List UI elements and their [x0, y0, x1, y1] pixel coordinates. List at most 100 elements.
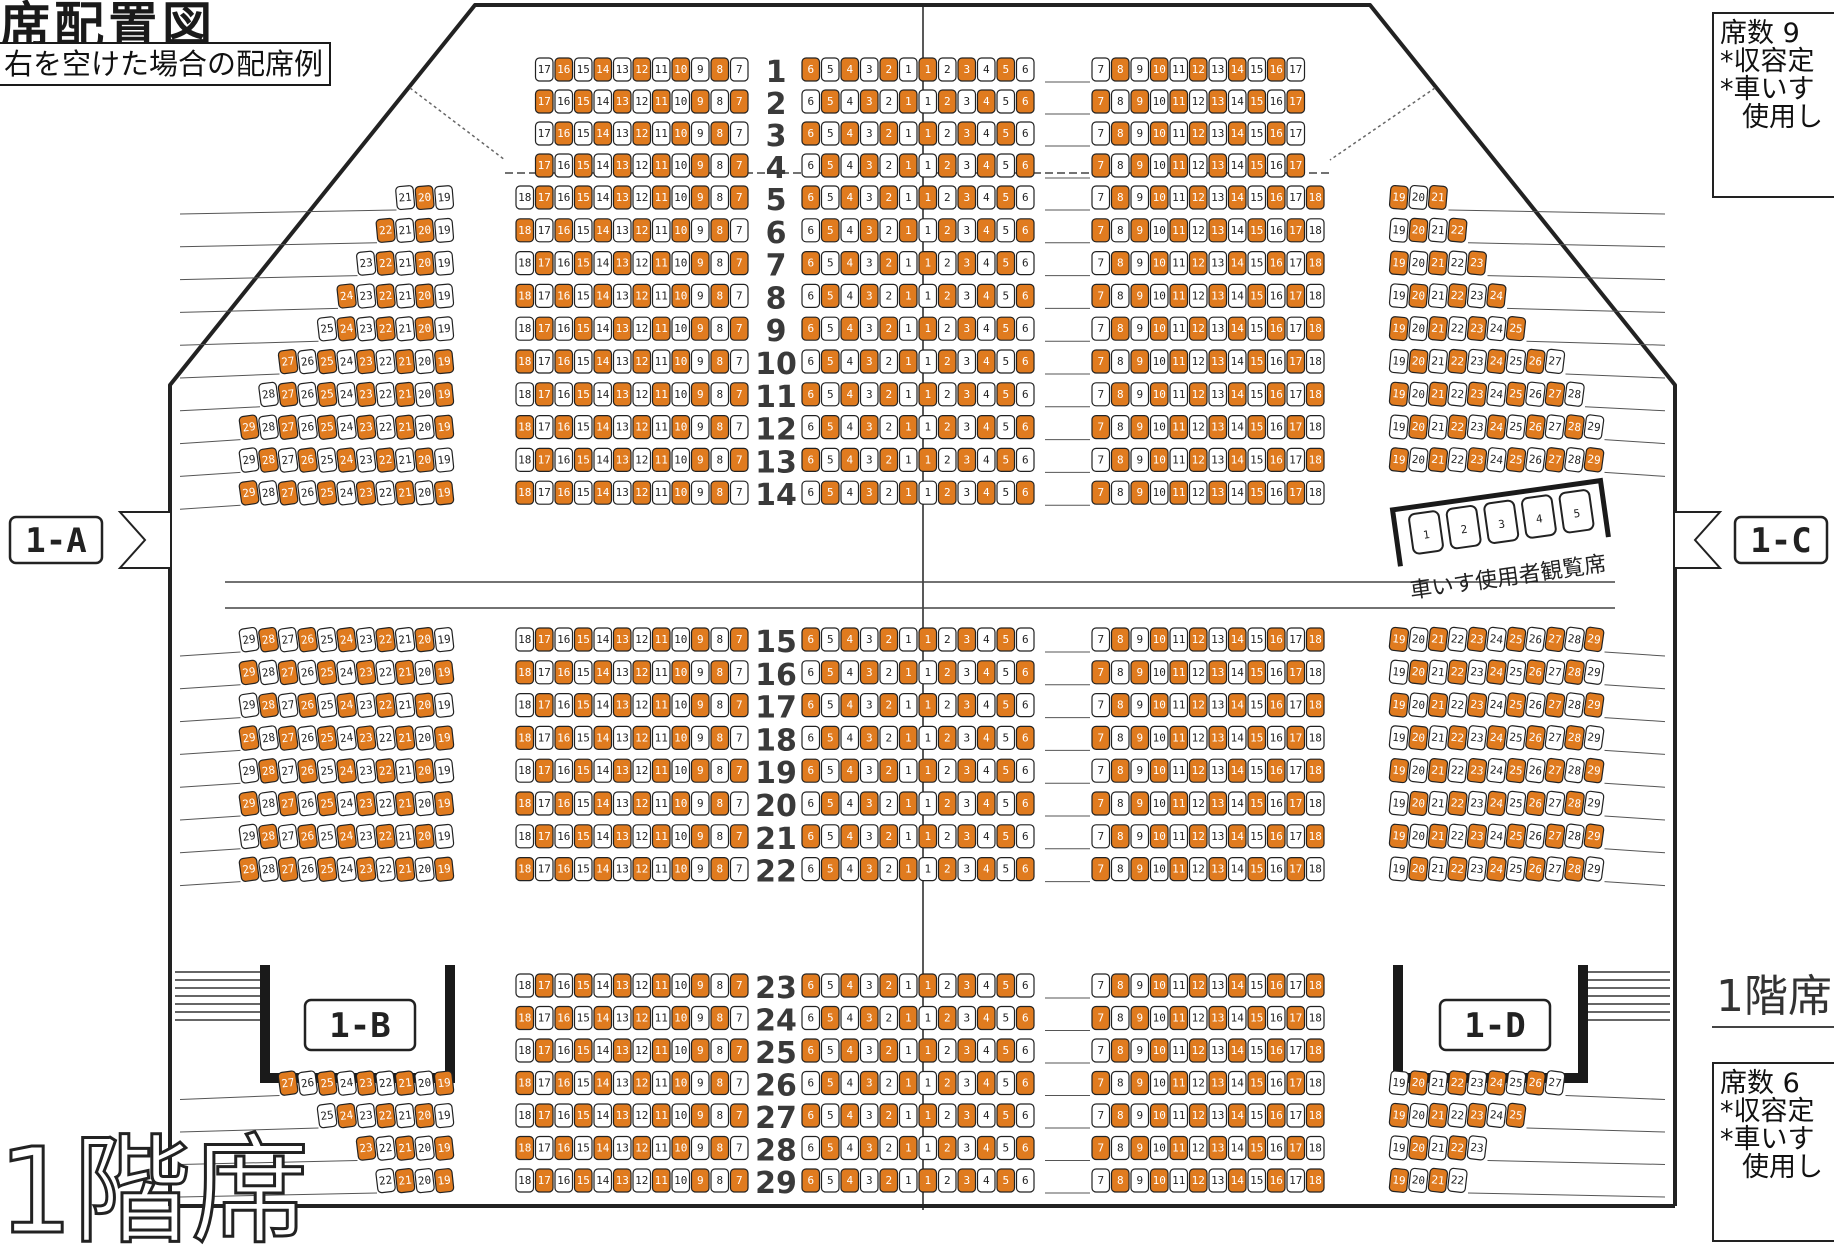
seat-number: 8	[1117, 421, 1124, 434]
seat: 22	[1447, 856, 1468, 882]
seat: 9	[1130, 1135, 1150, 1161]
seat-number: 24	[339, 322, 354, 336]
seat: 17	[1286, 283, 1306, 308]
seat: 2	[879, 1038, 899, 1063]
seat: 17	[534, 349, 554, 374]
seat-number: 29	[1587, 796, 1602, 811]
seat: 5	[996, 758, 1016, 783]
seat-number: 18	[1309, 797, 1322, 810]
seat: 19	[1388, 1102, 1410, 1128]
seat-number: 9	[697, 388, 704, 401]
seat: 10	[671, 692, 691, 718]
seat-number: 26	[1528, 632, 1543, 647]
seat-number: 15	[1250, 1174, 1263, 1187]
seat-number: 14	[596, 421, 610, 434]
seat: 16	[1266, 758, 1286, 783]
seat: 3	[859, 791, 879, 816]
seat: 28	[1564, 692, 1585, 718]
seat-number: 20	[1411, 763, 1426, 777]
seat-number: 16	[1270, 453, 1283, 466]
seat-number: 3	[866, 95, 873, 108]
seat: 10	[1149, 1135, 1169, 1161]
seat-number: 4	[983, 1109, 990, 1122]
seat-number: 12	[635, 666, 648, 679]
seat-number: 12	[1192, 289, 1205, 302]
seat: 16	[1266, 1168, 1286, 1193]
seat-number: 11	[1172, 979, 1185, 992]
seat: 7	[729, 1005, 749, 1031]
seat: 3	[859, 415, 879, 440]
seat: 16	[1266, 121, 1286, 146]
seat-box	[937, 89, 957, 114]
seat: 18	[1305, 283, 1325, 308]
seat: 3	[859, 251, 879, 276]
seat: 3	[859, 660, 879, 685]
seat: 25	[1505, 316, 1527, 342]
seat: 1	[918, 153, 938, 178]
seat-number: 9	[697, 797, 704, 810]
seat: 2	[937, 758, 957, 783]
seat-number: 2	[885, 699, 892, 712]
seat-number: 4	[846, 95, 853, 108]
seat: 1	[918, 251, 938, 276]
seat-box	[651, 121, 671, 146]
seat: 20	[1408, 725, 1429, 751]
seat-box	[1091, 89, 1111, 114]
seat-box	[918, 89, 938, 114]
seat-number: 4	[983, 355, 990, 368]
seat: 8	[710, 447, 730, 472]
seat-box	[1015, 185, 1035, 210]
seat: 8	[710, 824, 730, 849]
seat-number: 14	[596, 830, 610, 843]
seat: 18	[515, 316, 535, 341]
seat-number: 18	[1309, 764, 1322, 777]
seat-number: 22	[378, 322, 393, 336]
seat: 9	[1130, 316, 1150, 341]
seat-number: 14	[1231, 979, 1245, 992]
seat: 7	[1091, 824, 1111, 849]
seat-number: 10	[1153, 731, 1166, 744]
seat: 4	[840, 1103, 860, 1128]
seat: 3	[859, 1135, 879, 1161]
seat: 24	[336, 626, 357, 653]
seat: 1	[898, 480, 918, 505]
seat: 4	[840, 447, 860, 472]
seat: 5	[996, 251, 1016, 276]
seat-number: 16	[557, 1012, 570, 1025]
seat: 11	[1169, 1103, 1189, 1128]
seat-number: 9	[697, 127, 704, 140]
seat: 18	[1305, 185, 1325, 210]
seat: 10	[1149, 89, 1169, 114]
seat: 3	[957, 89, 977, 114]
row-guide	[179, 340, 319, 346]
seat-number: 19	[1392, 632, 1407, 646]
seat: 12	[632, 1135, 652, 1161]
seat-number: 18	[1309, 633, 1322, 646]
seat: 20	[1408, 659, 1429, 685]
seat-number: 12	[1192, 863, 1205, 876]
seat-number: 12	[635, 1044, 648, 1057]
seat: 1	[898, 57, 918, 82]
seat-number: 14	[1231, 1109, 1245, 1122]
seat-box	[859, 89, 879, 114]
seat-box	[1110, 89, 1130, 114]
seat: 1	[898, 447, 918, 472]
seat-number: 6	[807, 1044, 814, 1057]
seat-number: 8	[1117, 224, 1124, 237]
seat-number: 6	[807, 95, 814, 108]
seat-number: 6	[807, 666, 814, 679]
seat-number: 6	[1022, 633, 1029, 646]
seat: 8	[710, 692, 730, 718]
seat: 5	[996, 692, 1016, 718]
seat-number: 5	[827, 289, 834, 302]
seat-box	[1091, 57, 1111, 82]
seat: 19	[1388, 414, 1409, 440]
seat: 12	[1188, 251, 1208, 276]
seat-number: 28	[1567, 420, 1582, 435]
seat-number: 4	[846, 453, 853, 466]
seat-number: 1	[905, 289, 912, 302]
seat-number: 10	[674, 699, 687, 712]
seat: 1	[918, 1038, 938, 1063]
seat: 19	[1388, 447, 1409, 473]
seat: 15	[1247, 692, 1267, 718]
